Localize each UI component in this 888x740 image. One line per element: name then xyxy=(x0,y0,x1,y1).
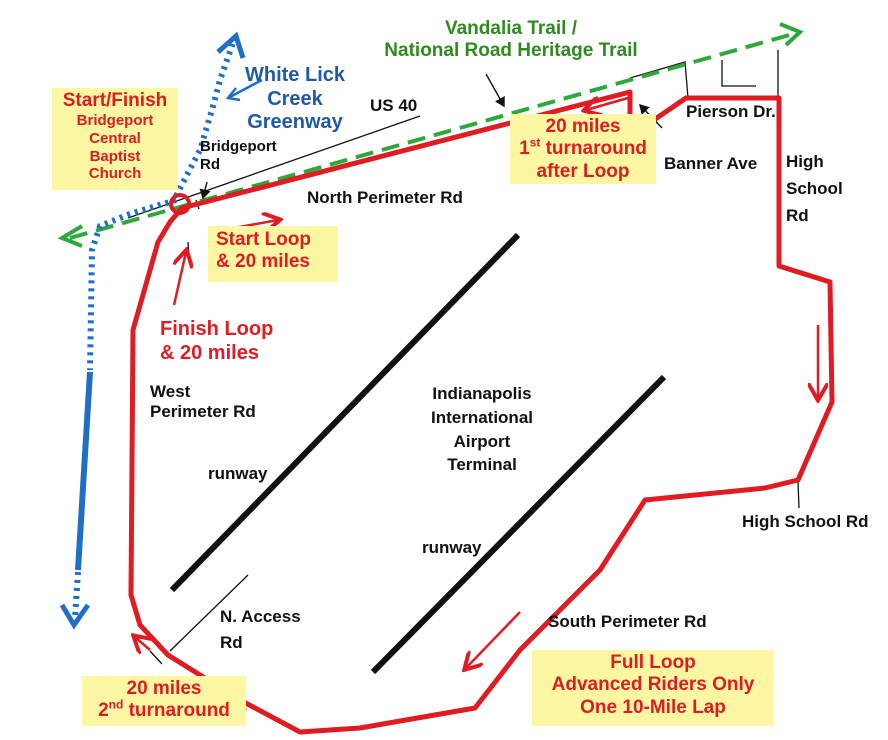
start-finish-line2: Central xyxy=(89,130,141,148)
south-perimeter-arrow xyxy=(466,611,521,668)
greenway-dotted-south-lower xyxy=(72,571,81,619)
turnaround2-rest: turnaround xyxy=(123,700,230,722)
high-school-line2: School xyxy=(786,179,843,199)
greenway-dotted-north xyxy=(173,39,237,198)
runway-west-strip xyxy=(169,232,521,593)
greenway-arrowhead-south xyxy=(59,603,91,630)
greenway xyxy=(59,31,263,630)
turnaround1-sup: st xyxy=(529,136,541,151)
greenway-label-line2: Creek xyxy=(267,87,323,110)
trail-label: Vandalia Trail / National Road Heritage … xyxy=(376,18,646,63)
vandalia-trail xyxy=(57,22,804,248)
greenway-arrowhead-north xyxy=(216,31,246,59)
turnaround2-num: 2 xyxy=(98,700,109,722)
high-school-rd-label: High School Rd xyxy=(742,512,869,531)
airport-line1: Indianapolis xyxy=(432,384,532,403)
full-loop-line1: Full Loop xyxy=(610,652,696,673)
bridgeport-rd-line2: Rd xyxy=(200,155,220,173)
us40-line xyxy=(127,115,421,219)
turnaround1-box: 20 miles 1st turnaround after Loop xyxy=(510,114,656,184)
high-school-rd-north-label: High School Rd xyxy=(786,148,843,230)
start-finish-marker xyxy=(169,193,191,215)
greenway-solid-segment xyxy=(75,371,93,571)
us40-label: US 40 xyxy=(370,96,418,115)
banner-ave-spur xyxy=(629,61,689,99)
n-access-rd-label: N. Access Rd xyxy=(220,604,301,655)
greenway-label: White Lick Creek Greenway xyxy=(240,64,350,135)
airport-line2: International xyxy=(430,407,533,427)
turnaround2-sup: nd xyxy=(108,698,124,713)
trail-label-line2: National Road Heritage Trail xyxy=(384,40,638,62)
runway-west-label: runway xyxy=(208,464,268,483)
neighborhood-street-1 xyxy=(721,60,756,87)
full-loop-line2: Advanced Riders Only xyxy=(551,674,755,696)
turnaround1-line3: after Loop xyxy=(536,160,630,182)
airport-line4: Terminal xyxy=(447,455,517,475)
start-finish-line1: Bridgeport xyxy=(76,112,154,130)
west-perimeter-line1: West xyxy=(150,382,191,401)
full-loop-box: Full Loop Advanced Riders Only One 10-Mi… xyxy=(532,650,774,726)
road-lines xyxy=(127,50,800,665)
trail-label-line1: Vandalia Trail / xyxy=(444,18,577,39)
banner-ave-label: Banner Ave xyxy=(664,154,758,173)
start-finish-line4: Church xyxy=(88,165,142,183)
turnaround2-line1: 20 miles xyxy=(126,678,202,699)
turnaround1-arrow xyxy=(586,98,629,110)
turnaround1-rest: turnaround xyxy=(540,138,647,160)
n-access-line1: N. Access xyxy=(220,607,301,626)
greenway-small-arrow xyxy=(225,78,263,102)
turnaround2-marker xyxy=(149,650,163,665)
bridgeport-rd-label: Bridgeport Rd xyxy=(200,138,277,173)
finish-loop-tick xyxy=(187,241,190,259)
trail-label-pointer xyxy=(485,73,505,108)
turnaround2-box: 20 miles 2nd turnaround xyxy=(82,676,246,726)
start-finish-box: Start/Finish Bridgeport Central Baptist … xyxy=(52,88,178,190)
high-school-line3: Rd xyxy=(786,206,809,226)
turnaround2-line2: 2nd turnaround xyxy=(86,698,242,722)
turnaround2-arrow xyxy=(135,637,150,650)
runway-east-strip xyxy=(370,374,667,675)
start-finish-title: Start/Finish xyxy=(62,90,168,111)
greenway-label-line3: Greenway xyxy=(247,111,343,134)
n-access-rd-line xyxy=(169,574,249,652)
full-loop-line3: One 10-Mile Lap xyxy=(580,696,726,718)
finish-loop-label: Finish Loop & 20 miles xyxy=(160,318,273,365)
runway-east-label: runway xyxy=(422,538,482,557)
finish-loop-arrow xyxy=(172,252,186,306)
start-finish-line3: Baptist xyxy=(89,147,141,165)
greenway-label-line1: White Lick xyxy=(244,64,345,86)
loop-route-line xyxy=(128,89,835,735)
finish-loop-line2: & 20 miles xyxy=(160,341,259,364)
runways xyxy=(169,232,667,675)
start-loop-line1: Start Loop xyxy=(216,229,311,250)
west-perimeter-label: West Perimeter Rd xyxy=(150,382,256,422)
start-loop-line2: & 20 miles xyxy=(216,251,310,273)
trail-arrowhead-west xyxy=(57,224,84,248)
vandalia-trail-line xyxy=(69,30,801,240)
high-school-rd-tick xyxy=(797,481,800,509)
south-perimeter-label: South Perimeter Rd xyxy=(548,612,707,631)
turnaround1-num: 1 xyxy=(519,138,530,160)
pierson-dr-label: Pierson Dr. xyxy=(686,102,776,121)
n-access-line2: Rd xyxy=(220,632,243,652)
bridgeport-rd-line1: Bridgeport xyxy=(200,138,277,155)
start-loop-box: Start Loop & 20 miles xyxy=(208,226,338,282)
greenway-dotted-south-upper xyxy=(87,197,177,371)
high-school-line1: High xyxy=(786,152,824,171)
turnaround1-line1: 20 miles xyxy=(545,116,621,137)
north-perimeter-label: North Perimeter Rd xyxy=(307,188,463,207)
west-perimeter-line2: Perimeter Rd xyxy=(150,402,256,422)
airport-terminal-label: Indianapolis International Airport Termi… xyxy=(414,382,550,477)
finish-loop-line1: Finish Loop xyxy=(160,318,274,340)
airport-line3: Airport xyxy=(453,431,511,451)
turnaround1-line2: 1st turnaround xyxy=(514,136,652,160)
trail-arrowhead-east xyxy=(779,22,804,47)
bridgeport-rd-pointer xyxy=(199,181,211,200)
